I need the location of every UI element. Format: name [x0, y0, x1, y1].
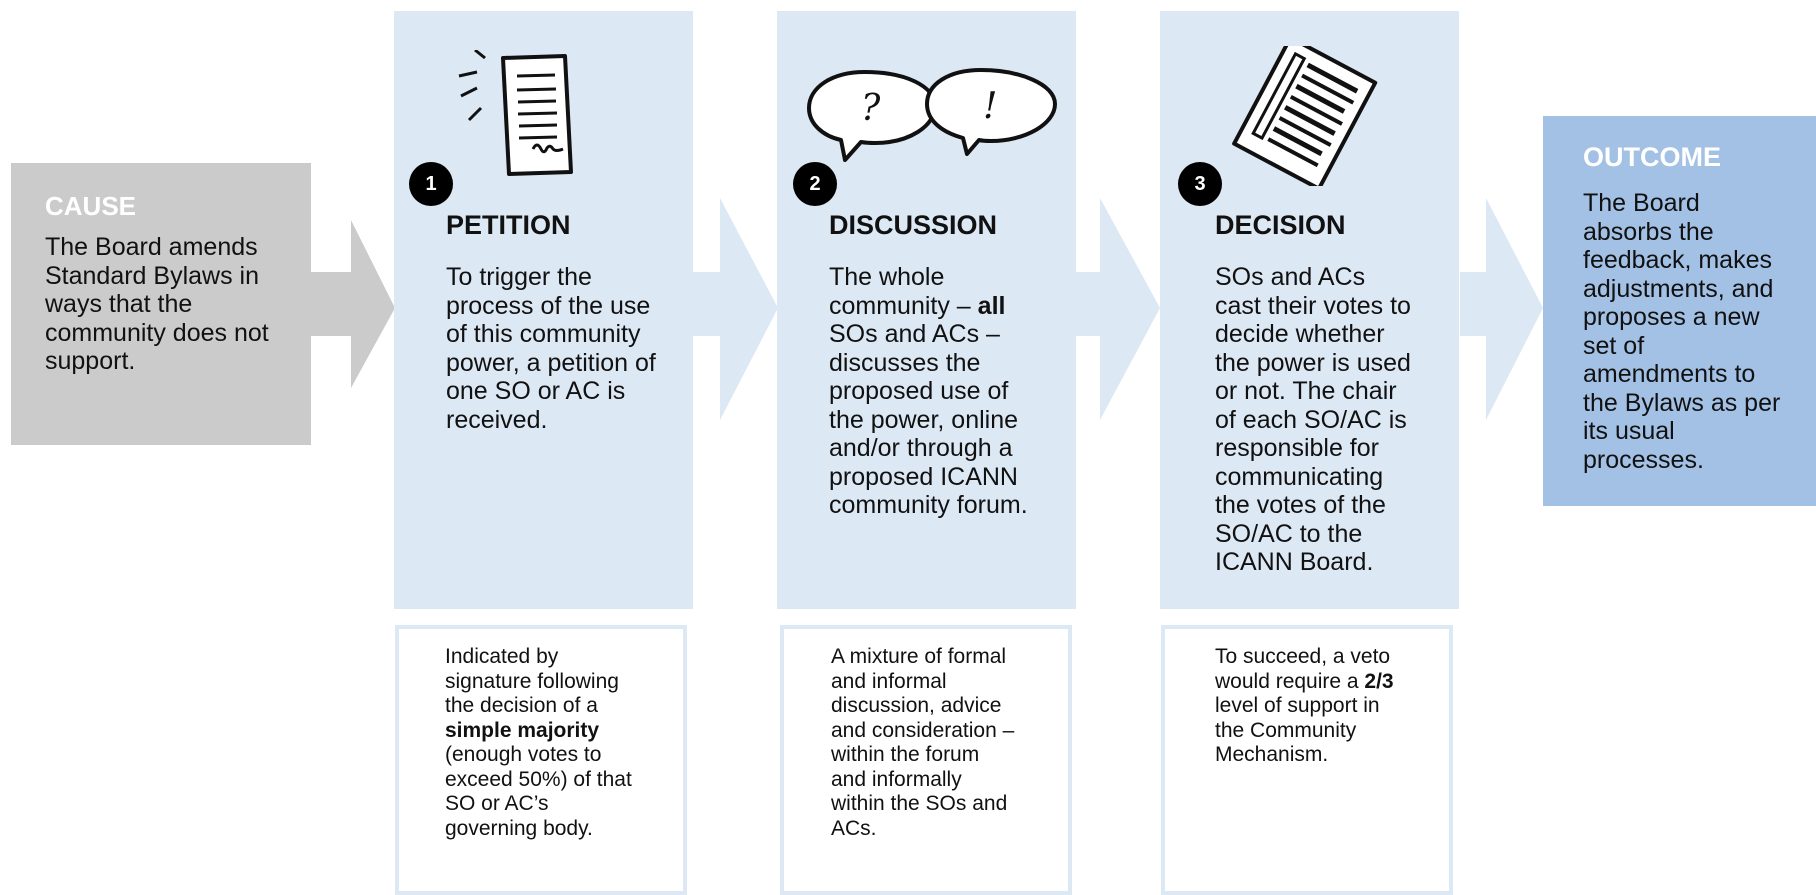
step-number-badge: 3	[1178, 162, 1222, 206]
outcome-title: OUTCOME	[1583, 142, 1721, 172]
outcome-text: The Board absorbs the feedback, makes ad…	[1583, 189, 1781, 474]
step-description: The whole community – all SOs and ACs – …	[829, 263, 1028, 519]
step1-arrow	[690, 198, 778, 420]
step-description: To trigger the process of the use of thi…	[446, 263, 656, 434]
outcome-box	[1543, 116, 1816, 506]
cause-text: The Board amends Standard Bylaws in ways…	[45, 233, 269, 375]
speech-bubbles-icon: ? !	[807, 68, 1057, 162]
step3-arrow	[1460, 198, 1543, 420]
step-number-badge: 2	[793, 162, 837, 206]
step-title: DISCUSSION	[829, 210, 998, 240]
cause-arrow	[305, 220, 395, 388]
step-description: SOs and ACs cast their votes to decide w…	[1215, 263, 1411, 576]
step-title: DECISION	[1215, 210, 1346, 240]
note-box-discussion	[780, 625, 1072, 895]
step2-arrow	[1075, 198, 1160, 420]
ballot-paper-icon	[1232, 46, 1378, 186]
note-text: Indicated by signature following the dec…	[445, 645, 632, 840]
cause-title: CAUSE	[45, 191, 137, 221]
note-text: To succeed, a veto would require a 2/3 l…	[1215, 645, 1394, 766]
step-title: PETITION	[446, 210, 571, 240]
svg-text:!: !	[983, 86, 997, 127]
note-text: A mixture of formal and informal discuss…	[831, 645, 1015, 840]
svg-text:?: ?	[861, 88, 881, 129]
document-icon	[458, 50, 573, 176]
cause-box	[11, 163, 311, 445]
step-number-badge: 1	[409, 162, 453, 206]
